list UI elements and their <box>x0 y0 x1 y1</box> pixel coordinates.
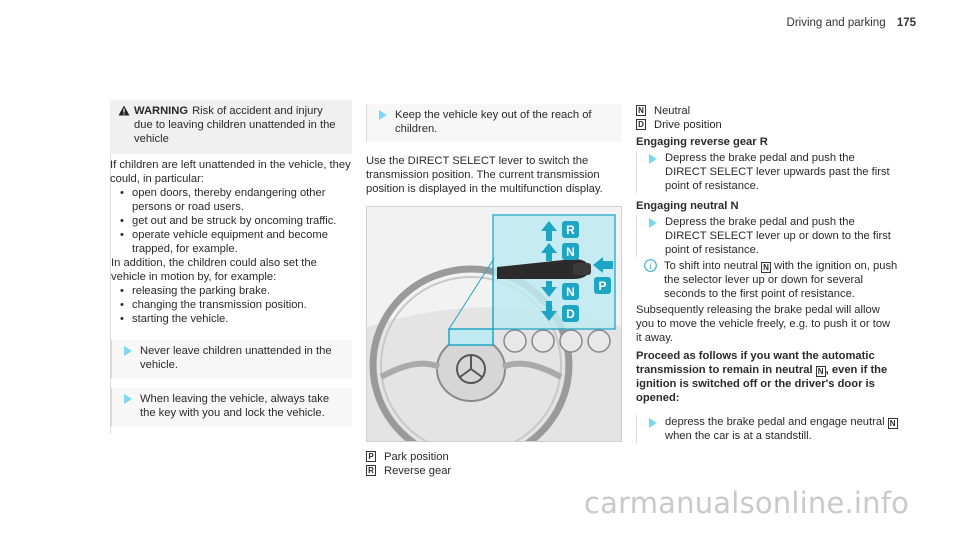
watermark: carmanualsonline.info <box>584 486 910 520</box>
badge-n-upper: N <box>562 243 579 260</box>
bullet-item: operate vehicle equipment and become tra… <box>120 228 352 256</box>
badge-n-lower: N <box>562 283 579 300</box>
column-direct-select: Keep the vehicle key out of the reach of… <box>366 100 622 478</box>
step-arrow-icon <box>379 110 387 120</box>
badge-r: R <box>562 221 579 238</box>
final-symbol: N <box>887 418 898 429</box>
bullet-item: changing the transmission position. <box>120 298 352 312</box>
bullet-item: open doors, thereby endangering other pe… <box>120 186 352 214</box>
section-title: Driving and parking <box>786 17 886 29</box>
subsequent-paragraph: Subsequently releasing the brake pedal w… <box>636 304 891 344</box>
note-text-pre: To shift into neutral <box>664 260 758 272</box>
step-arrow-icon <box>124 346 132 356</box>
step-text: Never leave children unattended in the v… <box>140 345 332 371</box>
step-text: Depress the brake pedal and push the DIR… <box>665 216 891 256</box>
step-text: When leaving the vehicle, always take th… <box>140 393 330 419</box>
legend-text: Park position <box>384 451 449 463</box>
warning-intro: If children are left unattended in the v… <box>110 159 351 185</box>
badge-p-letter: P <box>598 279 606 293</box>
badge-n-lower-letter: N <box>566 285 575 299</box>
bullet-item: get out and be struck by oncoming traffi… <box>120 214 352 228</box>
note-text: To shift into neutral N with the ignitio… <box>664 259 898 301</box>
proceed-text-post: , even if the ignition is switched off o… <box>636 364 888 404</box>
badge-d: D <box>562 305 579 322</box>
step-text: Keep the vehicle key out of the reach of… <box>395 109 592 135</box>
column-gears: N Neutral D Drive position Engaging reve… <box>636 104 898 443</box>
badge-r-letter: R <box>566 223 575 237</box>
svg-text:i: i <box>649 261 652 271</box>
step-arrow-icon <box>649 218 657 228</box>
step-text: Depress the brake pedal and push the DIR… <box>665 152 890 192</box>
legend-symbol: D <box>636 119 646 130</box>
direct-select-paragraph: Use the DIRECT SELECT lever to switch th… <box>366 155 603 195</box>
bullet-item: starting the vehicle. <box>120 312 352 326</box>
final-step: depress the brake pedal and engage neutr… <box>636 415 898 443</box>
key-step: Keep the vehicle key out of the reach of… <box>366 104 622 142</box>
legend-symbol: P <box>366 451 376 462</box>
legend-drive: D Drive position <box>636 118 898 132</box>
page-header: Driving and parking 175 <box>787 16 916 30</box>
bullet-item: releasing the parking brake. <box>120 284 352 298</box>
page-number: 175 <box>896 17 916 29</box>
reverse-step: Depress the brake pedal and push the DIR… <box>636 151 898 193</box>
warning-step-1: Never leave children unattended in the v… <box>111 340 352 378</box>
reverse-heading: Engaging reverse gear R <box>636 136 768 148</box>
dashboard-illustration: R N N D P <box>367 207 621 441</box>
warning-bullets-2: releasing the parking brake.changing the… <box>111 284 352 326</box>
warning-head-text: Risk of accident and injury due to leavi… <box>134 105 336 145</box>
note-text-post: with the ignition on, push the selector … <box>664 260 898 300</box>
legend-neutral: N Neutral <box>636 104 898 118</box>
final-text-pre: depress the brake pedal and engage neutr… <box>665 416 885 428</box>
badge-p: P <box>594 277 611 294</box>
legend-text: Neutral <box>654 105 691 117</box>
neutral-note: i To shift into neutral N with the ignit… <box>636 259 898 301</box>
warning-title: WARNING <box>134 105 189 117</box>
warning-bullets-1: open doors, thereby endangering other pe… <box>111 186 352 256</box>
figure-legend: P Park position R Reverse gear <box>366 450 622 478</box>
legend-text: Drive position <box>654 119 722 131</box>
legend-symbol: R <box>366 465 376 476</box>
proceed-text-pre: Proceed as follows if you want the autom… <box>636 350 875 376</box>
proceed-symbol: N <box>815 366 826 377</box>
step-arrow-icon <box>649 154 657 164</box>
info-icon: i <box>644 259 658 273</box>
note-symbol: N <box>761 262 772 273</box>
direct-select-figure: R N N D P <box>366 206 622 442</box>
warning-step-2: When leaving the vehicle, always take th… <box>111 388 352 426</box>
legend-reverse: R Reverse gear <box>366 464 622 478</box>
badge-n-upper-letter: N <box>566 245 575 259</box>
legend-park: P Park position <box>366 450 622 464</box>
warning-body: If children are left unattended in the v… <box>110 154 352 434</box>
badge-d-letter: D <box>566 307 575 321</box>
step-arrow-icon <box>124 394 132 404</box>
proceed-heading: Proceed as follows if you want the autom… <box>636 349 898 405</box>
legend-symbol: N <box>636 105 646 116</box>
neutral-step: Depress the brake pedal and push the DIR… <box>636 215 898 257</box>
final-text-post: when the car is at a standstill. <box>665 430 812 442</box>
legend-text: Reverse gear <box>384 465 452 477</box>
step-arrow-icon <box>649 418 657 428</box>
warning-intro-2: In addition, the children could also set… <box>111 257 317 283</box>
warning-triangle-icon <box>118 105 134 146</box>
neutral-heading: Engaging neutral N <box>636 200 739 212</box>
